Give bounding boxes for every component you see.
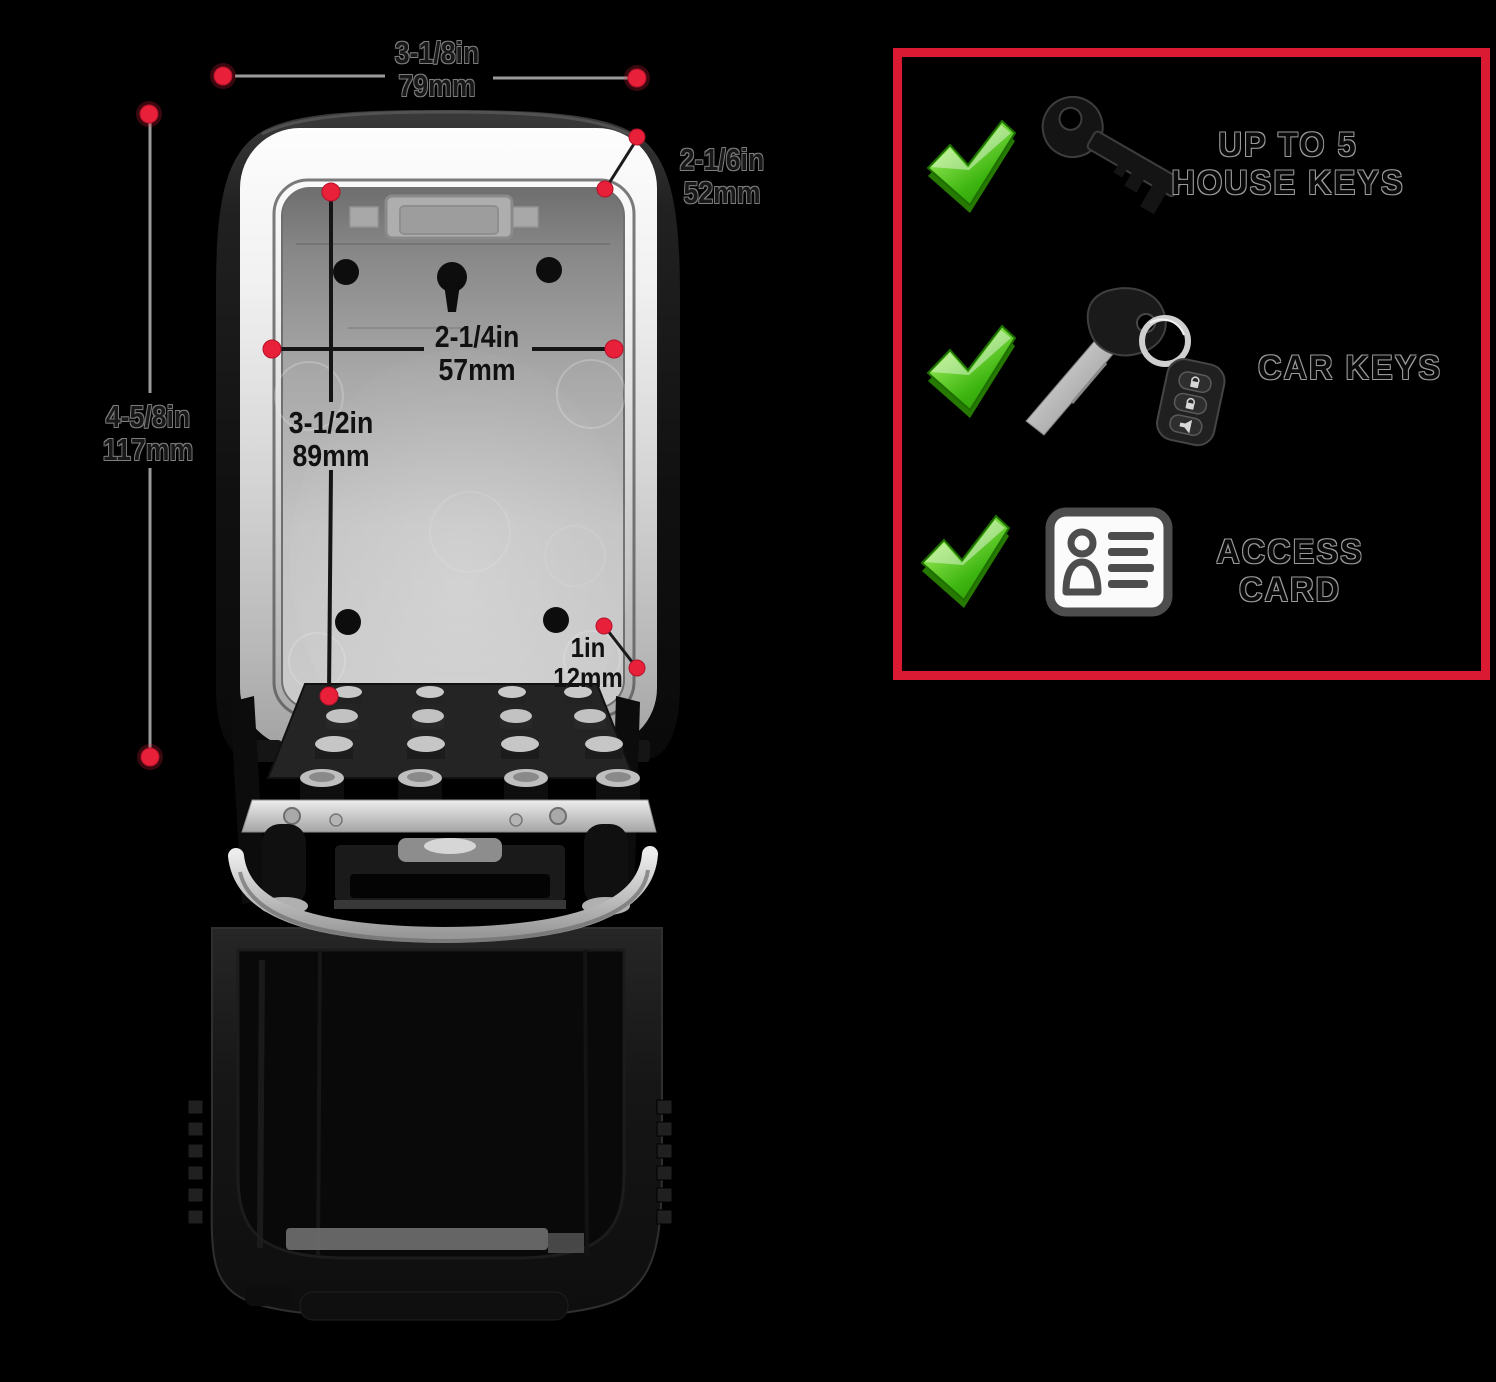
- dimension-value-metric: 52mm: [683, 175, 761, 210]
- feature-text-line: HOUSE KEYS: [1171, 164, 1405, 202]
- grip-ridges: [187, 1099, 673, 1225]
- dimension-label-mount-width: 2-1/4in 57mm: [435, 320, 519, 386]
- latch-slot: [349, 194, 539, 240]
- keypad-mechanism: [228, 683, 658, 944]
- dimension-value-inches: 3-1/8in: [394, 35, 480, 70]
- dimension-value-metric: 117mm: [102, 432, 194, 467]
- dimension-value-metric: 12mm: [553, 662, 623, 693]
- house-key-icon: [1041, 96, 1183, 215]
- feature-label-car-keys: CAR KEYS: [1258, 349, 1442, 387]
- feature-text-line: ACCESS: [1216, 533, 1364, 571]
- dimension-label-lid-width: 2-1/6in 52mm: [680, 143, 764, 209]
- feature-text-line: CARD: [1239, 571, 1341, 609]
- access-card-icon: [1045, 507, 1173, 617]
- dimension-label-edge-depth: 1in 12mm: [553, 633, 623, 693]
- checkmark-icon: [926, 119, 1017, 213]
- features-panel-border: [893, 48, 1490, 680]
- feature-text-line: CAR KEYS: [1257, 349, 1443, 387]
- checkmark-icon: [926, 324, 1017, 418]
- dimension-label-mount-height: 3-1/2in 89mm: [289, 406, 373, 472]
- latch-assembly: [333, 838, 567, 909]
- marker-dots: [136, 63, 650, 770]
- box-cavity: [236, 948, 626, 1260]
- dimension-value-inches: 2-1/6in: [679, 142, 765, 177]
- box-body: [187, 927, 673, 1321]
- push-buttons: [300, 686, 640, 804]
- keyhole: [437, 262, 467, 312]
- feature-label-access-card: ACCESS CARD: [1216, 533, 1364, 609]
- feature-text-line: UP TO 5: [1218, 126, 1358, 164]
- dimension-value-inches: 2-1/4in: [434, 319, 520, 354]
- checkmark-icon: [920, 514, 1011, 608]
- dimension-label-outer-width: 3-1/8in 79mm: [395, 36, 479, 102]
- dimension-lines: [148, 74, 639, 748]
- dimension-label-outer-height: 4-5/8in 117mm: [103, 400, 193, 466]
- dimension-value-inches: 4-5/8in: [105, 399, 191, 434]
- dimension-value-metric: 79mm: [398, 68, 476, 103]
- feature-label-house-keys: UP TO 5 HOUSE KEYS: [1171, 126, 1404, 202]
- mounting-holes: [333, 257, 569, 635]
- dimension-value-metric: 89mm: [292, 438, 370, 473]
- dimension-value-inches: 1in: [570, 632, 606, 663]
- car-keys-icon: [1025, 287, 1226, 447]
- dimension-value-metric: 57mm: [438, 352, 516, 387]
- dimension-value-inches: 3-1/2in: [288, 405, 374, 440]
